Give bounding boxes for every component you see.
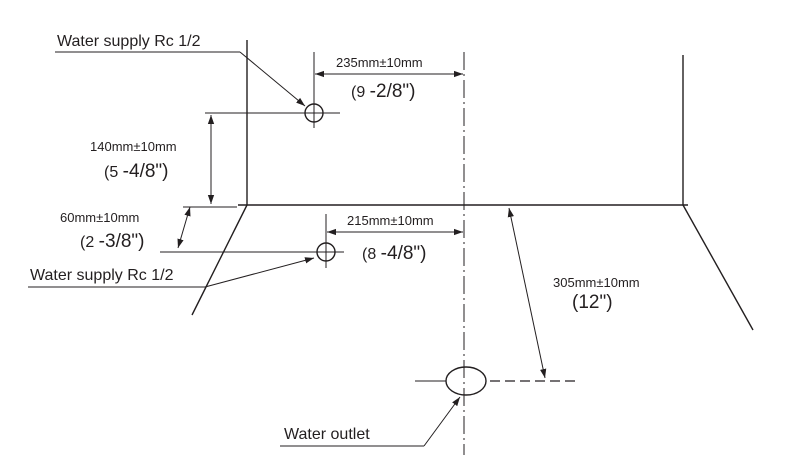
dimension-305mm-imperial: (12") bbox=[572, 292, 613, 313]
dimension-60mm-metric: 60mm±10mm bbox=[60, 210, 139, 225]
dimension-235mm-imperial: (9 -2/8") bbox=[351, 81, 415, 102]
leader-water-supply-bottom bbox=[28, 257, 315, 288]
dimension-215mm-metric: 215mm±10mm bbox=[347, 213, 434, 228]
left-floor-edge bbox=[191, 204, 248, 316]
right-floor-edge bbox=[682, 204, 754, 331]
leader-water-outlet bbox=[280, 396, 461, 447]
water-outlet-symbol bbox=[415, 366, 580, 396]
dimension-60mm-imperial: (2 -3/8") bbox=[80, 231, 144, 252]
dimension-305mm-metric: 305mm±10mm bbox=[553, 275, 640, 290]
water-supply-bottom-symbol bbox=[160, 214, 344, 268]
leader-water-supply-top bbox=[55, 51, 306, 107]
water-outlet-label: Water outlet bbox=[284, 426, 370, 443]
unit-outline bbox=[191, 40, 754, 331]
dimension-140mm-metric: 140mm±10mm bbox=[90, 139, 177, 154]
dimension-305mm bbox=[507, 207, 547, 379]
dimension-60mm bbox=[177, 206, 237, 249]
dimension-215mm-imperial: (8 -4/8") bbox=[362, 243, 426, 264]
water-supply-top-label: Water supply Rc 1/2 bbox=[57, 33, 201, 50]
dimension-140mm bbox=[205, 112, 245, 204]
dimension-235mm bbox=[313, 52, 463, 98]
dimension-235mm-metric: 235mm±10mm bbox=[336, 55, 423, 70]
dimension-140mm-imperial: (5 -4/8") bbox=[104, 161, 168, 182]
water-supply-bottom-label: Water supply Rc 1/2 bbox=[30, 267, 174, 284]
